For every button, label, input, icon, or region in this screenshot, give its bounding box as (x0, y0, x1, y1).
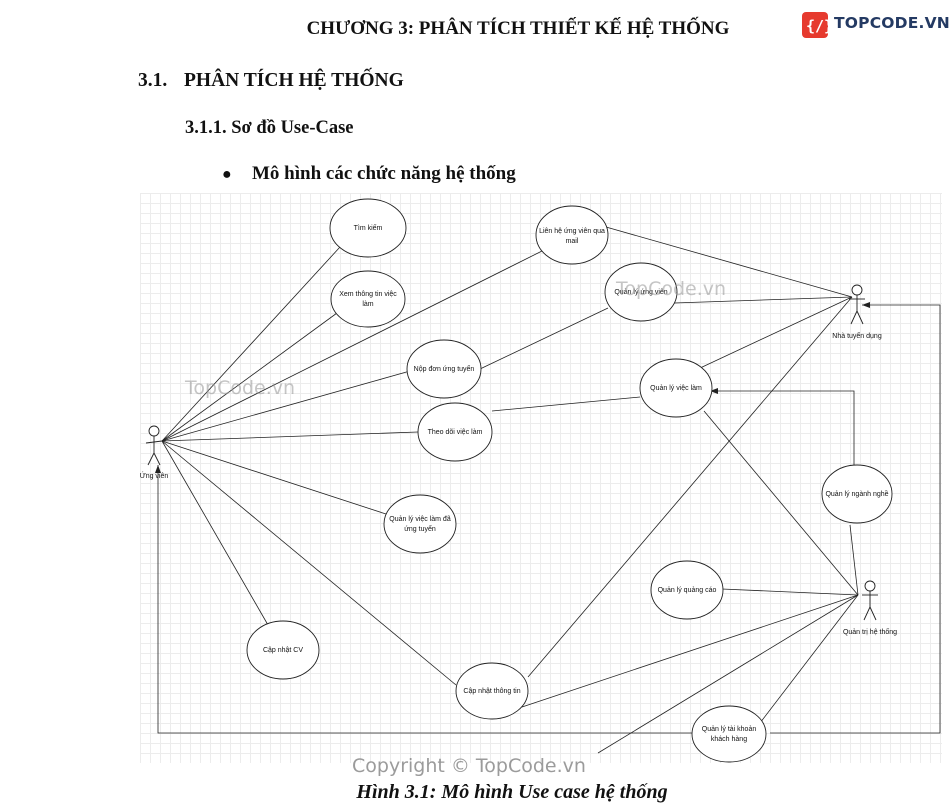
usecase-search: Tìm kiếm (329, 198, 407, 258)
bullet-text: Mô hình các chức năng hệ thống (252, 163, 516, 184)
svg-text:làm: làm (362, 301, 373, 308)
svg-text:Theo dõi việc làm: Theo dõi việc làm (428, 429, 483, 436)
svg-text:Liên hệ ứng viên qua: Liên hệ ứng viên qua (539, 228, 605, 235)
assoc-accounts-candidate (157, 465, 692, 734)
assoc-apply-manage-candidate (479, 307, 609, 370)
watermark-center: TopCode.vn (616, 278, 727, 300)
svg-text:{/}: {/} (806, 17, 833, 35)
svg-text:Cập nhật thông tin: Cập nhật thông tin (463, 688, 520, 695)
bullet-dot-icon: ● (222, 166, 232, 183)
assoc-accounts-employer (770, 304, 941, 734)
usecase-manage-ads: Quản lý quảng cáo (650, 560, 724, 620)
svg-text:Xem thông tin việc: Xem thông tin việc (339, 291, 397, 298)
svg-text:Quản lý ngành nghề: Quản lý ngành nghề (825, 489, 888, 498)
assoc-candidate-update (161, 440, 457, 686)
svg-text:khách hàng: khách hàng (711, 736, 747, 743)
arrowheads (155, 302, 870, 473)
assoc-admin-candidate-cross (597, 594, 859, 754)
svg-text:Quản lý ứng viên: Quản lý ứng viên (614, 289, 667, 296)
usecase-manage-candidate: Quản lý ứng viên (604, 262, 678, 322)
svg-text:Cập nhật CV: Cập nhật CV (263, 647, 303, 654)
svg-text:Nộp đơn ứng tuyển: Nộp đơn ứng tuyển (414, 365, 475, 373)
svg-text:Quản lý quảng cáo: Quản lý quảng cáo (658, 587, 717, 594)
chapter-title: CHƯƠNG 3: PHÂN TÍCH THIẾT KẾ HỆ THỐNG (306, 18, 730, 39)
watermark-left: TopCode.vn (185, 377, 296, 399)
usecase-view-job: Xem thông tin việc làm (330, 270, 406, 328)
assoc-candidate-applied (161, 440, 387, 515)
assoc-candidate-cv (161, 440, 269, 626)
associations (157, 226, 941, 754)
section-title: PHÂN TÍCH HỆ THỐNG (184, 70, 404, 91)
assoc-candidate-apply (161, 370, 411, 442)
actor-employer: Nhà tuyển dụng (832, 284, 882, 340)
arrowhead-manage-job (710, 388, 718, 394)
assoc-industry-manage-job (710, 390, 855, 465)
usecase-contact-mail: Liên hệ ứng viên qua mail (535, 205, 609, 265)
assoc-admin-manage-job (703, 410, 859, 596)
assoc-employer-update (527, 296, 853, 678)
usecase-update-cv: Cập nhật CV (246, 620, 320, 680)
figure-caption: Hình 3.1: Mô hình Use case hệ thống (356, 781, 668, 803)
assoc-employer-manage-job (697, 296, 853, 370)
use-case-diagram-svg: Tìm kiếm Xem thông tin việc làm Liên hệ … (140, 198, 941, 763)
section-heading: 3.1. PHÂN TÍCH HỆ THỐNG (138, 70, 404, 92)
assoc-candidate-view-job (161, 312, 338, 442)
usecase-manage-industry: Quản lý ngành nghề (821, 464, 893, 524)
svg-text:Quản lý tài khoản: Quản lý tài khoản (702, 726, 757, 733)
actor-candidate-label: Ứng viên (140, 471, 168, 480)
watermark-copyright: Copyright © TopCode.vn (352, 755, 586, 777)
assoc-employer-contact (605, 226, 853, 298)
subsection-heading: 3.1.1. Sơ đồ Use-Case (185, 118, 354, 138)
assoc-admin-update (521, 594, 859, 708)
section-number: 3.1. (138, 70, 168, 91)
actor-admin-label: Quản trị hệ thống (843, 627, 897, 636)
arrowhead-employer (862, 302, 870, 308)
assoc-follow-manage-job (491, 396, 641, 412)
bullet-item: ● Mô hình các chức năng hệ thống (222, 163, 516, 185)
assoc-candidate-search (161, 246, 341, 442)
svg-text:Quản lý việc làm đã: Quản lý việc làm đã (389, 516, 451, 523)
usecase-manage-accounts: Quản lý tài khoản khách hàng (691, 705, 767, 763)
topcode-logo-text: TOPCODE.VN (834, 14, 950, 32)
actor-candidate: Ứng viên (140, 425, 168, 480)
use-case-diagram: Tìm kiếm Xem thông tin việc làm Liên hệ … (140, 193, 942, 763)
actor-admin: Quản trị hệ thống (843, 580, 897, 636)
svg-text:ứng tuyển: ứng tuyển (404, 525, 436, 533)
actor-employer-label: Nhà tuyển dụng (832, 332, 882, 340)
svg-text:Tìm kiếm: Tìm kiếm (354, 223, 383, 232)
assoc-admin-accounts (759, 594, 859, 724)
arrowhead-candidate (155, 465, 161, 473)
svg-text:Quản lý việc làm: Quản lý việc làm (650, 385, 702, 392)
assoc-admin-industry (849, 524, 859, 596)
usecase-manage-applied: Quản lý việc làm đã ứng tuyển (383, 494, 457, 554)
assoc-candidate-follow (161, 431, 419, 442)
usecase-apply: Nộp đơn ứng tuyển (406, 339, 482, 399)
assoc-admin-ads (721, 588, 859, 596)
usecase-update-info: Cập nhật thông tin (455, 662, 529, 720)
svg-text:mail: mail (566, 238, 579, 245)
assoc-employer-manage-candidate (673, 296, 853, 304)
topcode-logo-icon: {/} (802, 12, 833, 38)
usecase-manage-job: Quản lý việc làm (639, 358, 713, 418)
assoc-candidate-contact (161, 249, 545, 442)
usecase-follow-job: Theo dõi việc làm (417, 402, 493, 462)
